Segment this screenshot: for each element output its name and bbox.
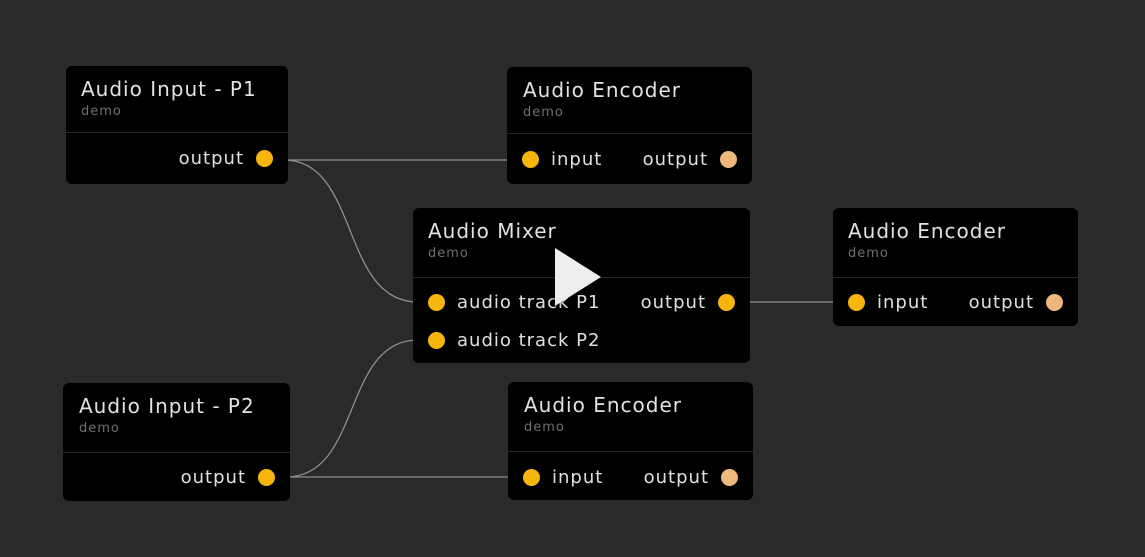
- output-connector-dot[interactable]: [720, 150, 737, 168]
- input-connector-dot[interactable]: [428, 293, 445, 311]
- input-connector-dot[interactable]: [848, 293, 865, 311]
- wire-p2-to-mixer-track2: [285, 339, 419, 478]
- output-connector-dot[interactable]: [718, 293, 735, 311]
- output-port[interactable]: output: [643, 140, 737, 178]
- node-title: Audio Input - P1: [81, 77, 257, 101]
- output-port[interactable]: output: [969, 283, 1063, 321]
- node-subtitle: demo: [79, 421, 120, 436]
- output-port[interactable]: output: [179, 139, 273, 177]
- node-audio-input-p2[interactable]: Audio Input - P2 demo output: [63, 383, 290, 501]
- port-label: input: [877, 291, 929, 313]
- port-label: output: [640, 291, 706, 313]
- output-connector-dot[interactable]: [256, 149, 273, 167]
- node-title: Audio Mixer: [428, 219, 557, 243]
- port-label: input: [552, 466, 604, 488]
- input-port[interactable]: input: [848, 283, 928, 321]
- output-port[interactable]: output: [644, 458, 738, 496]
- output-connector-dot[interactable]: [1046, 293, 1063, 311]
- node-subtitle: demo: [523, 105, 564, 120]
- node-title: Audio Encoder: [524, 393, 682, 417]
- port-label: output: [180, 466, 246, 488]
- output-connector-dot[interactable]: [721, 468, 738, 486]
- node-header: Audio Encoder demo: [507, 67, 752, 134]
- port-label: output: [643, 466, 709, 488]
- node-audio-encoder-top[interactable]: Audio Encoder demo input output: [507, 67, 752, 184]
- node-subtitle: demo: [524, 420, 565, 435]
- node-header: Audio Encoder demo: [508, 382, 753, 452]
- node-header: Audio Encoder demo: [833, 208, 1078, 278]
- node-header: Audio Input - P1 demo: [66, 66, 288, 133]
- input-port[interactable]: input: [522, 140, 602, 178]
- play-icon[interactable]: [555, 248, 601, 306]
- node-title: Audio Encoder: [848, 219, 1006, 243]
- port-label: input: [551, 148, 603, 170]
- node-header: Audio Input - P2 demo: [63, 383, 290, 453]
- node-title: Audio Input - P2: [79, 394, 255, 418]
- node-subtitle: demo: [81, 104, 122, 119]
- node-audio-encoder-right[interactable]: Audio Encoder demo input output: [833, 208, 1078, 326]
- node-subtitle: demo: [428, 246, 469, 261]
- port-label: output: [642, 148, 708, 170]
- input-connector-dot[interactable]: [523, 468, 540, 486]
- input-connector-dot[interactable]: [428, 331, 445, 349]
- node-audio-input-p1[interactable]: Audio Input - P1 demo output: [66, 66, 288, 184]
- node-audio-encoder-bottom[interactable]: Audio Encoder demo input output: [508, 382, 753, 500]
- wire-p1-to-mixer-track1: [283, 159, 419, 303]
- node-subtitle: demo: [848, 246, 889, 261]
- input-port-track-p2[interactable]: audio track P2: [428, 321, 600, 359]
- port-label: output: [968, 291, 1034, 313]
- output-port[interactable]: output: [641, 283, 735, 321]
- input-connector-dot[interactable]: [522, 150, 539, 168]
- node-header: Audio Mixer demo: [413, 208, 750, 278]
- node-title: Audio Encoder: [523, 78, 681, 102]
- port-label: audio track P2: [457, 329, 601, 351]
- port-label: output: [178, 147, 244, 169]
- output-connector-dot[interactable]: [258, 468, 275, 486]
- output-port[interactable]: output: [181, 458, 275, 496]
- input-port[interactable]: input: [523, 458, 603, 496]
